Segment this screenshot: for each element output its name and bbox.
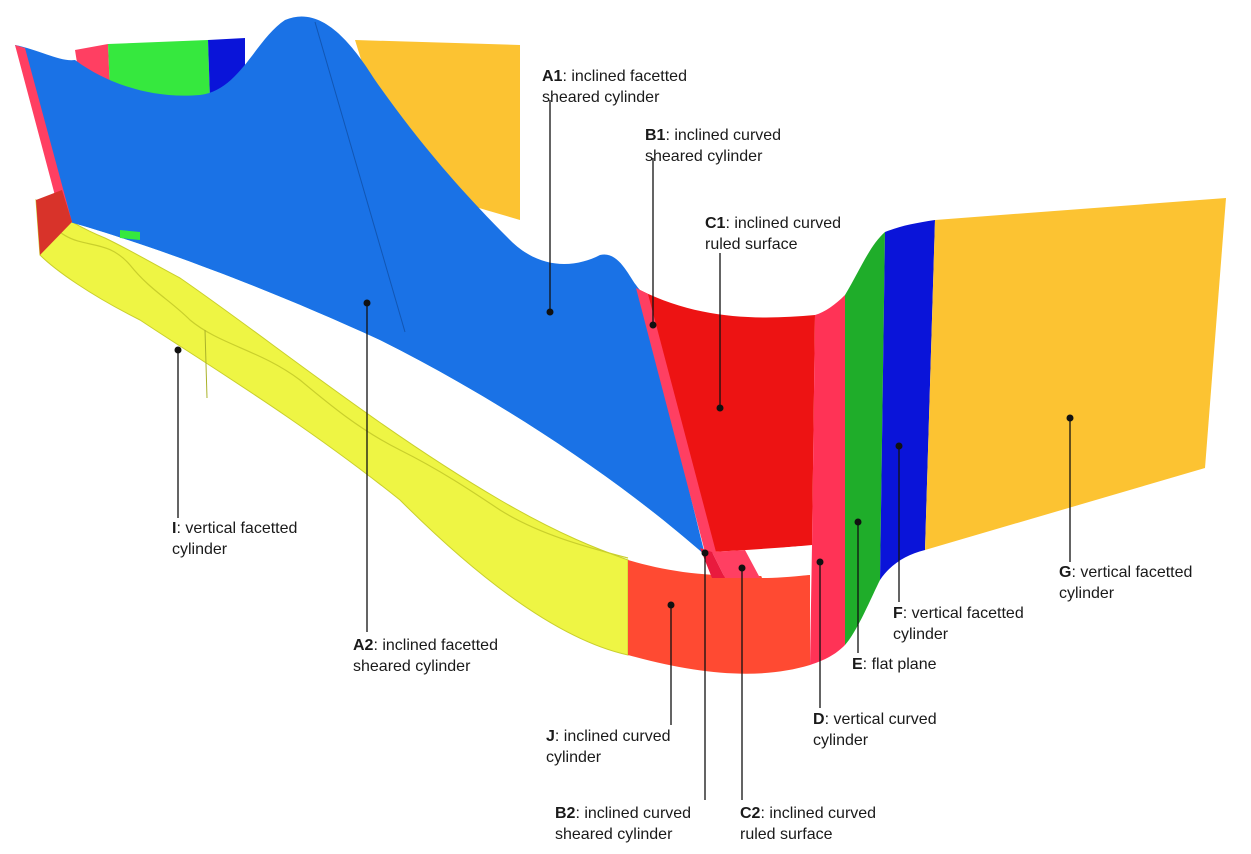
label-j: J: inclined curved cylinder — [546, 726, 671, 768]
label-c1-line1: : inclined curved — [725, 215, 842, 232]
label-b1-line2: sheared cylinder — [645, 148, 763, 165]
surface-d — [810, 295, 845, 665]
dot-b1 — [649, 321, 657, 329]
dot-j — [667, 601, 675, 609]
dot-a1 — [546, 308, 554, 316]
dot-c1 — [716, 404, 724, 412]
label-f: F: vertical facetted cylinder — [893, 603, 1024, 645]
label-c1-code: C1 — [705, 215, 726, 232]
label-d-code: D — [813, 711, 825, 728]
surface-g — [925, 198, 1226, 550]
label-g-code: G — [1059, 564, 1072, 581]
label-g-line1: : vertical facetted — [1071, 564, 1193, 581]
surface-e-left — [120, 230, 140, 240]
label-c2-line2: ruled surface — [740, 826, 833, 843]
dot-d — [816, 558, 824, 566]
dot-g — [1066, 414, 1074, 422]
leader-lines — [177, 100, 1071, 800]
label-c2: C2: inclined curved ruled surface — [740, 803, 876, 845]
label-j-line2: cylinder — [546, 749, 602, 766]
label-c1: C1: inclined curved ruled surface — [705, 213, 841, 255]
surface-i-facet-line — [204, 329, 208, 399]
surface-g-back — [355, 40, 520, 220]
label-a1-code: A1 — [542, 68, 563, 85]
label-i-line2: cylinder — [172, 541, 228, 558]
label-i: I: vertical facetted cylinder — [172, 518, 297, 560]
surface-i-scallops — [39, 207, 629, 559]
label-a2-line1: : inclined facetted — [373, 637, 498, 654]
dot-i — [174, 346, 182, 354]
label-g: G: vertical facetted cylinder — [1059, 562, 1192, 604]
surface-a1 — [15, 16, 705, 556]
label-b2-code: B2 — [555, 805, 576, 822]
leader-dots — [174, 299, 1074, 609]
surface-b-left-edge — [15, 45, 72, 222]
dot-f — [895, 442, 903, 450]
label-c1-line2: ruled surface — [705, 236, 798, 253]
label-i-line1: : vertical facetted — [176, 520, 298, 537]
label-e-line1: : flat plane — [862, 656, 937, 673]
label-g-line2: cylinder — [1059, 585, 1115, 602]
label-d-line2: cylinder — [813, 732, 869, 749]
surface-a1-facet-line — [314, 21, 406, 333]
label-b2-line2: sheared cylinder — [555, 826, 673, 843]
surface-e-back — [108, 40, 210, 100]
dot-b2 — [701, 549, 709, 557]
label-a1-line1: : inclined facetted — [562, 68, 687, 85]
surface-c2 — [712, 550, 760, 578]
label-i-code: I — [172, 520, 177, 537]
dot-c2 — [738, 564, 746, 572]
inner-gap — [752, 546, 808, 578]
label-j-line1: : inclined curved — [554, 728, 671, 745]
surface-e — [845, 232, 885, 645]
label-a1-line2: sheared cylinder — [542, 89, 660, 106]
dot-a2 — [363, 299, 371, 307]
label-d-line1: : vertical curved — [824, 711, 937, 728]
label-b1-code: B1 — [645, 127, 666, 144]
surface-j — [628, 560, 810, 674]
surface-f — [880, 220, 935, 580]
label-b1-line1: : inclined curved — [665, 127, 782, 144]
label-a2-code: A2 — [353, 637, 374, 654]
label-b2: B2: inclined curved sheared cylinder — [555, 803, 691, 845]
label-c2-line1: : inclined curved — [760, 805, 877, 822]
label-b2-line1: : inclined curved — [575, 805, 692, 822]
label-a2: A2: inclined facetted sheared cylinder — [353, 635, 498, 677]
dot-e — [854, 518, 862, 526]
label-f-line2: cylinder — [893, 626, 949, 643]
label-f-line1: : vertical facetted — [902, 605, 1024, 622]
label-j-code: J — [546, 728, 555, 745]
label-d: D: vertical curved cylinder — [813, 709, 937, 751]
label-a2-line2: sheared cylinder — [353, 658, 471, 675]
label-f-code: F — [893, 605, 903, 622]
surface-b1 — [636, 288, 716, 556]
surface-j-left — [36, 190, 72, 255]
label-b1: B1: inclined curved sheared cylinder — [645, 125, 781, 167]
surface-c1 — [640, 290, 815, 552]
label-e: E: flat plane — [852, 654, 937, 675]
label-e-code: E — [852, 656, 863, 673]
label-c2-code: C2 — [740, 805, 761, 822]
label-a1: A1: inclined facetted sheared cylinder — [542, 66, 687, 108]
